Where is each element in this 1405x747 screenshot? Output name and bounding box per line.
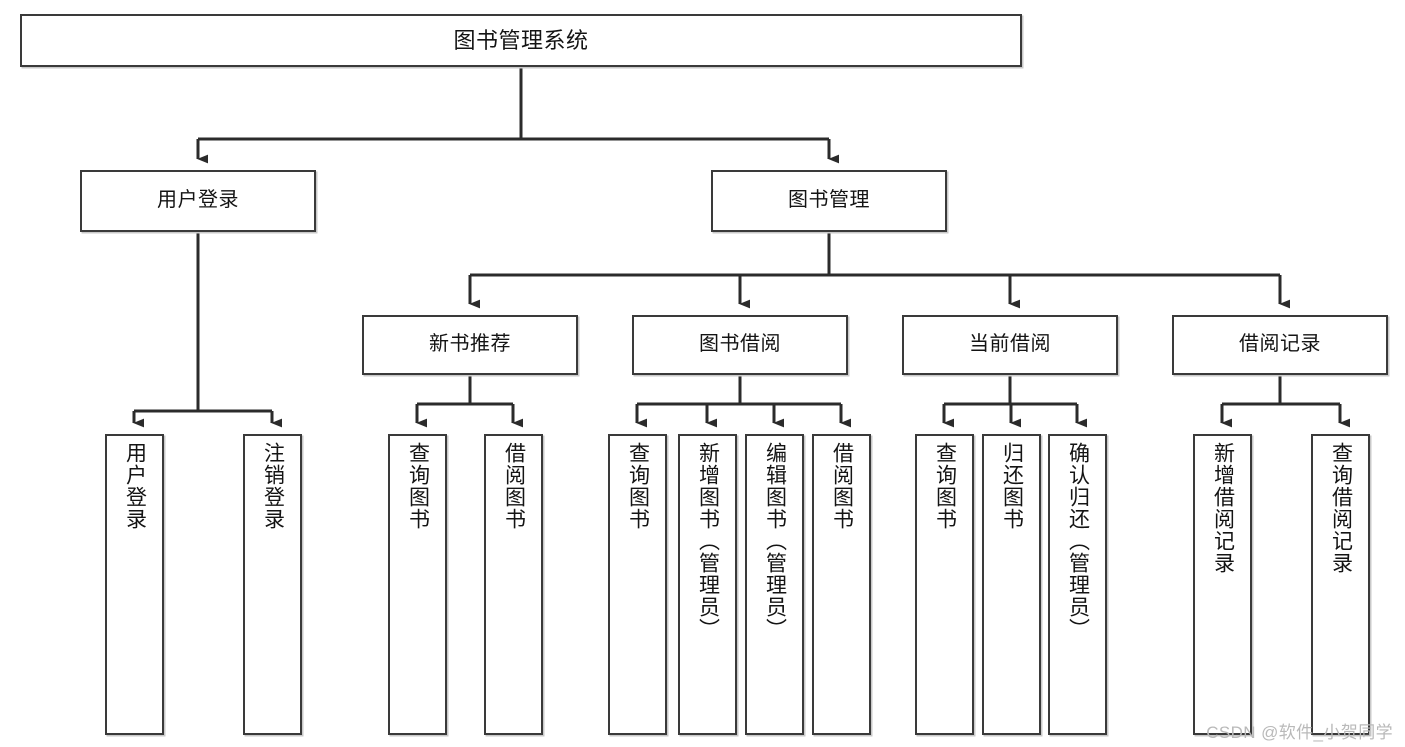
node-book-borrow[interactable]: 图书借阅 xyxy=(632,315,848,375)
node-label: 新书推荐 xyxy=(429,333,511,356)
node-label: 查询图书 xyxy=(933,442,957,530)
node-label: 图书管理系统 xyxy=(453,27,589,53)
leaf-current-borrow-return[interactable]: 归还图书 xyxy=(982,434,1041,735)
node-label: 新增借阅记录 xyxy=(1211,442,1235,574)
node-label: 借阅图书 xyxy=(502,442,526,530)
leaf-book-borrow-edit[interactable]: 编辑图书（管理员） xyxy=(745,434,804,735)
node-label: 注销登录 xyxy=(261,442,285,530)
node-label: 借阅图书 xyxy=(830,442,854,530)
leaf-book-borrow-add[interactable]: 新增图书（管理员） xyxy=(678,434,737,735)
node-label: 当前借阅 xyxy=(969,333,1051,356)
node-label: 归还图书 xyxy=(1000,442,1024,530)
node-root-system[interactable]: 图书管理系统 xyxy=(20,14,1022,67)
node-user-login[interactable]: 用户登录 xyxy=(80,170,316,232)
node-label: 图书借阅 xyxy=(699,333,781,356)
leaf-book-borrow-lend[interactable]: 借阅图书 xyxy=(812,434,871,735)
node-new-book-recommend[interactable]: 新书推荐 xyxy=(362,315,578,375)
node-label: 查询借阅记录 xyxy=(1329,442,1353,574)
node-label: 查询图书 xyxy=(626,442,650,530)
node-label: 借阅记录 xyxy=(1239,333,1321,356)
node-label: 查询图书 xyxy=(406,442,430,530)
leaf-borrow-record-query[interactable]: 查询借阅记录 xyxy=(1311,434,1370,735)
leaf-current-borrow-confirm-return[interactable]: 确认归还（管理员） xyxy=(1048,434,1107,735)
leaf-new-book-query[interactable]: 查询图书 xyxy=(388,434,447,735)
node-label: 图书管理 xyxy=(788,189,870,212)
node-label: 新增图书（管理员） xyxy=(696,442,720,640)
node-current-borrow[interactable]: 当前借阅 xyxy=(902,315,1118,375)
leaf-new-book-borrow[interactable]: 借阅图书 xyxy=(484,434,543,735)
node-label: 编辑图书（管理员） xyxy=(763,442,787,640)
node-borrow-record[interactable]: 借阅记录 xyxy=(1172,315,1388,375)
leaf-user-login-signout[interactable]: 注销登录 xyxy=(243,434,302,735)
leaf-user-login-signin[interactable]: 用户登录 xyxy=(105,434,164,735)
leaf-borrow-record-add[interactable]: 新增借阅记录 xyxy=(1193,434,1252,735)
node-label: 用户登录 xyxy=(157,189,239,212)
node-book-management[interactable]: 图书管理 xyxy=(711,170,947,232)
node-label: 用户登录 xyxy=(123,442,147,530)
node-label: 确认归还（管理员） xyxy=(1066,442,1090,640)
leaf-book-borrow-query[interactable]: 查询图书 xyxy=(608,434,667,735)
leaf-current-borrow-query[interactable]: 查询图书 xyxy=(915,434,974,735)
csdn-watermark: CSDN @软件_小贺同学 xyxy=(1206,723,1393,742)
